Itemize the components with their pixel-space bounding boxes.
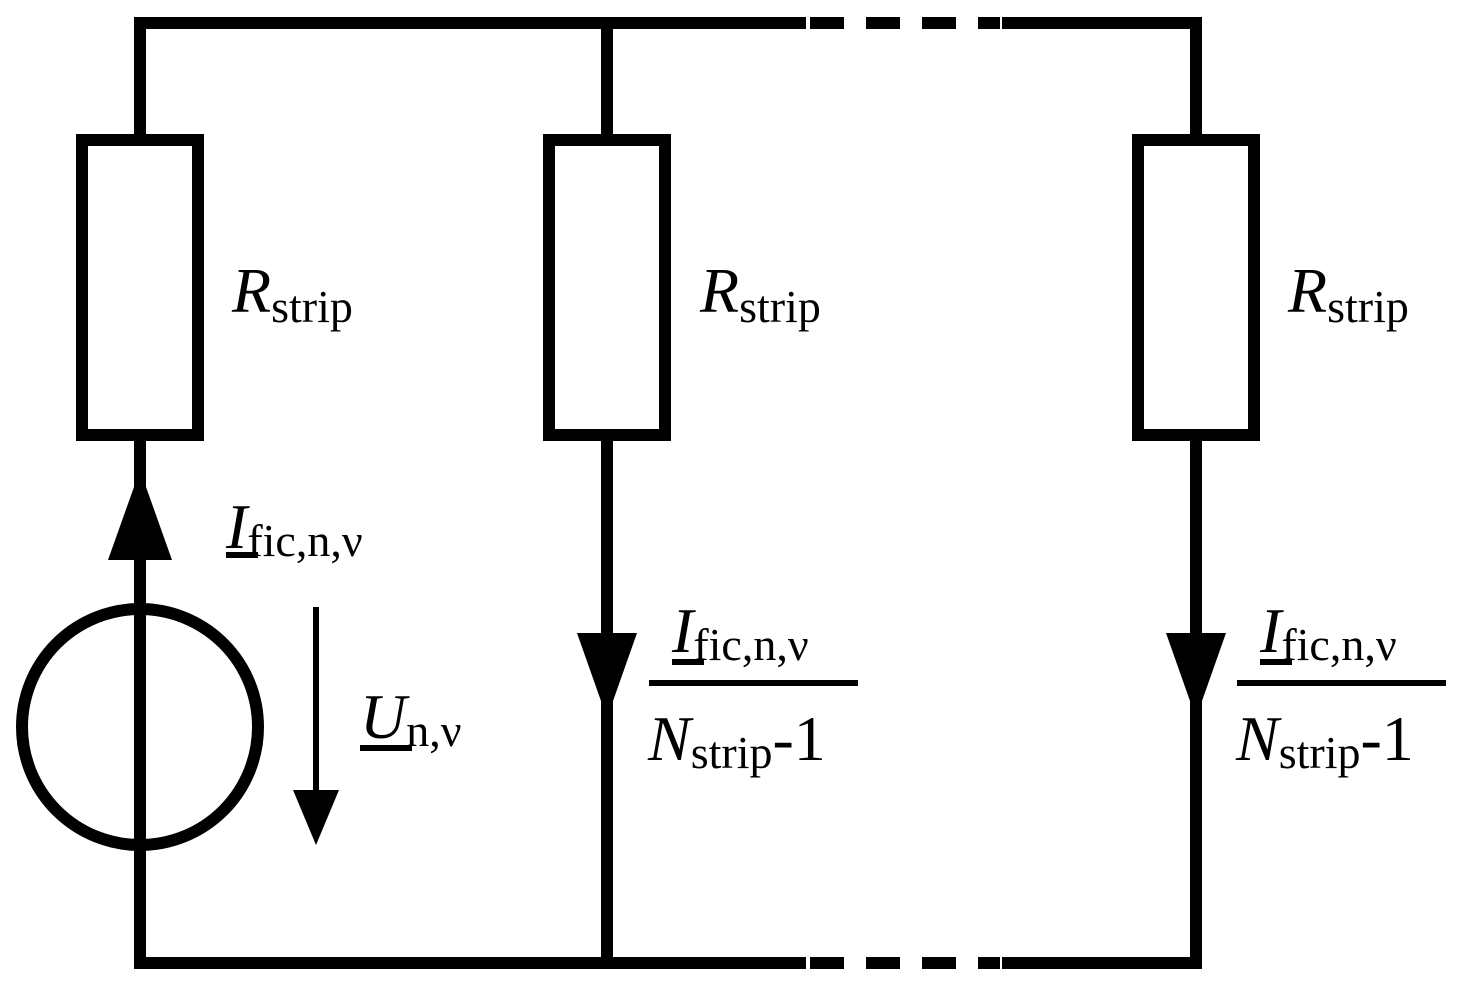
top-rail	[134, 17, 1202, 146]
resistor-middle	[543, 134, 671, 441]
svg-text:Nstrip-1: Nstrip-1	[1235, 703, 1414, 778]
bottom-rail	[134, 434, 1202, 969]
middle-current-arrow-icon	[577, 633, 637, 718]
svg-text:Ific,n,ν: Ific,n,ν	[671, 595, 809, 670]
svg-text:Ific,n,ν: Ific,n,ν	[225, 491, 363, 566]
source-voltage-label: Un,ν	[360, 681, 462, 756]
right-branch-current-label: Ific,n,ν Nstrip-1	[1235, 595, 1446, 778]
svg-text:Un,ν: Un,ν	[360, 681, 462, 756]
right-current-arrow-icon	[1166, 633, 1226, 718]
resistor-middle-label: Rstrip	[699, 255, 821, 332]
source-current-label: Ific,n,ν	[225, 491, 363, 566]
resistor-left	[76, 134, 204, 441]
svg-text:Ific,n,ν: Ific,n,ν	[1259, 595, 1397, 670]
svg-text:Nstrip-1: Nstrip-1	[647, 703, 826, 778]
resistor-right-label: Rstrip	[1287, 255, 1409, 332]
resistor-right	[1132, 134, 1260, 441]
resistor-left-label: Rstrip	[231, 255, 353, 332]
middle-branch-current-label: Ific,n,ν Nstrip-1	[647, 595, 858, 778]
source-current-arrow-icon	[108, 470, 172, 560]
voltage-arrow-head-icon	[293, 790, 339, 845]
